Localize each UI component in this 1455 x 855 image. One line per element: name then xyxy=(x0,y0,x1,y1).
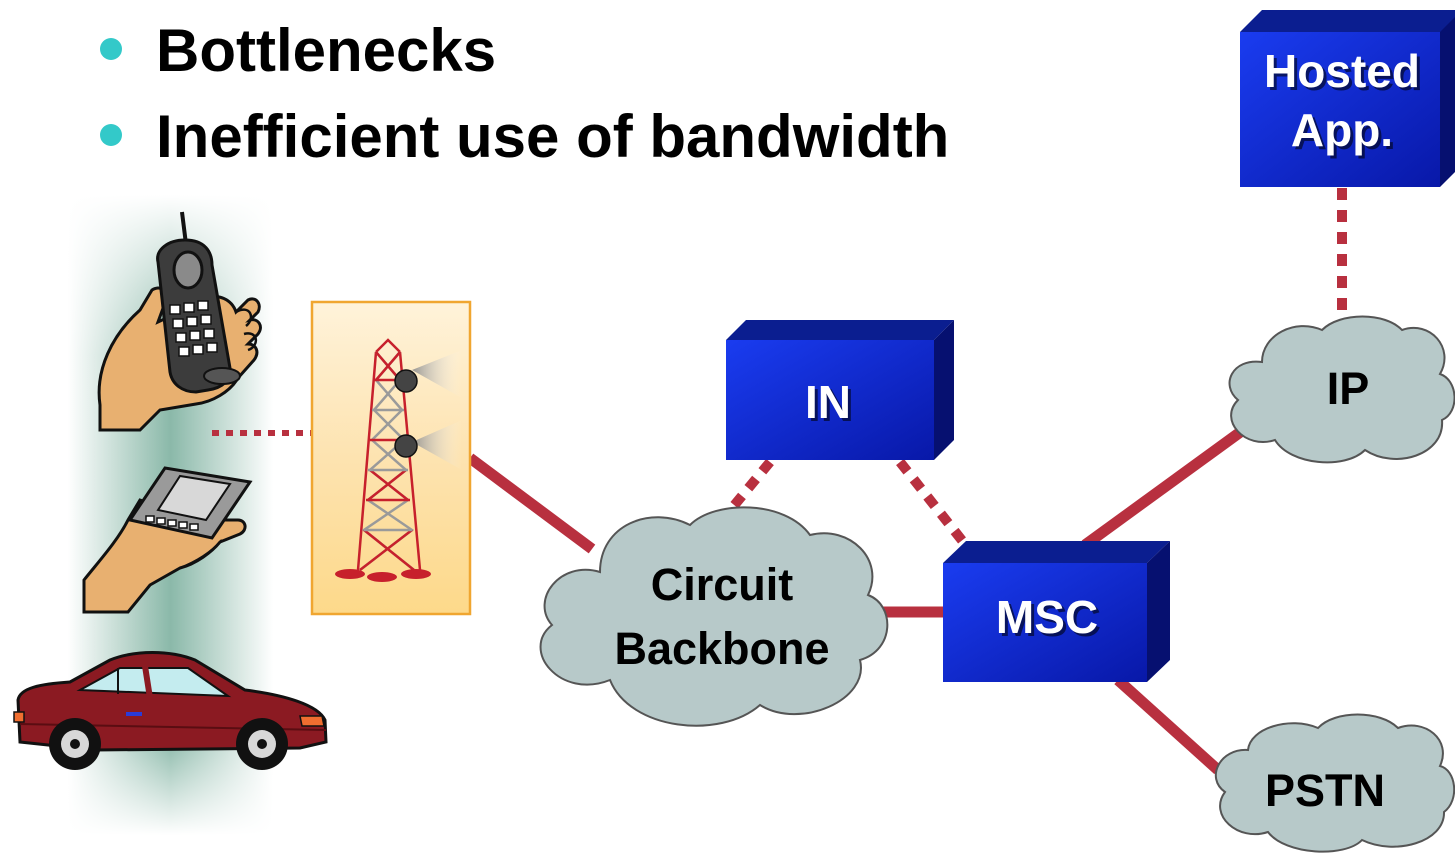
msc-label-shadow: MSC xyxy=(999,594,1101,646)
link-msc-ip xyxy=(1081,420,1254,550)
in-label-shadow: IN xyxy=(808,379,854,431)
cell-tower-icon xyxy=(310,300,472,616)
ip-label: IP xyxy=(1327,363,1370,414)
hosted-app-line2-shadow: App. xyxy=(1294,107,1396,159)
bullet-dot-icon xyxy=(100,124,122,146)
hosted-app-line2: App. xyxy=(1291,104,1393,156)
in-box: IN IN xyxy=(726,320,954,460)
bullet-text: Bottlenecks xyxy=(156,17,497,84)
car-icon xyxy=(13,651,328,770)
bullet-item: Bottlenecks xyxy=(100,8,949,94)
circuit-backbone-line2: Backbone xyxy=(614,623,829,674)
bullet-dot-icon xyxy=(100,38,122,60)
bullet-text: Inefficient use of bandwidth xyxy=(156,103,950,170)
circuit-backbone-cloud: Circuit Backbone xyxy=(539,506,889,727)
links xyxy=(212,188,1347,775)
link-in-backbone xyxy=(728,458,774,512)
bullet-item: Inefficient use of bandwidth xyxy=(100,94,949,180)
msc-label: MSC xyxy=(996,591,1098,643)
hosted-app-line1: Hosted xyxy=(1264,45,1420,97)
pstn-label: PSTN xyxy=(1265,765,1385,816)
link-tower-backbone xyxy=(466,453,596,554)
pda-in-hand-icon xyxy=(82,466,253,614)
hosted-app-line1-shadow: Hosted xyxy=(1267,48,1423,100)
link-in-msc xyxy=(896,458,972,552)
bullet-list: Bottlenecks Inefficient use of bandwidth xyxy=(100,8,949,180)
ip-cloud: IP xyxy=(1228,315,1455,464)
hosted-app-box: Hosted Hosted App. App. xyxy=(1240,10,1455,187)
cell-phone-in-hand-icon xyxy=(97,211,262,432)
pstn-cloud: PSTN xyxy=(1214,713,1455,853)
circuit-backbone-line1: Circuit xyxy=(651,559,794,610)
link-msc-pstn xyxy=(1114,675,1222,775)
in-label: IN xyxy=(805,376,851,428)
msc-box: MSC MSC xyxy=(943,541,1170,682)
